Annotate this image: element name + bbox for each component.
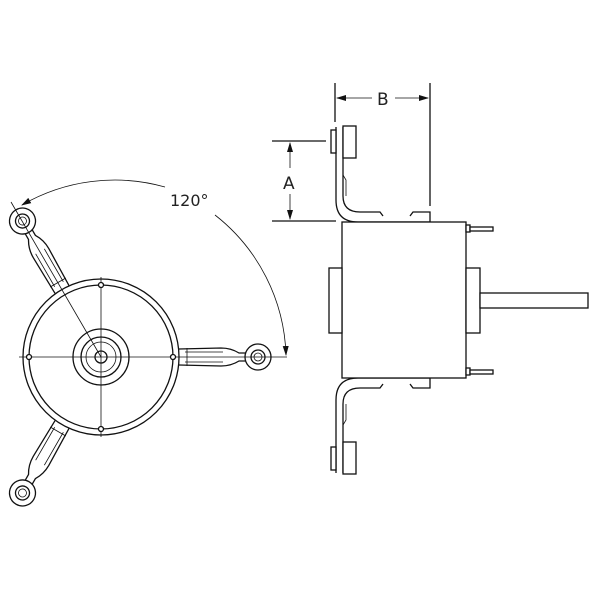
dimension-b-label: B	[377, 90, 389, 110]
angle-label: 120°	[170, 191, 209, 210]
dimension-a-label: A	[283, 174, 295, 194]
motor-body	[341, 221, 467, 379]
angle-arc-left	[21, 179, 166, 206]
dimension-a: A	[272, 140, 336, 222]
motor-shaft	[479, 292, 589, 309]
angle-arc-right	[214, 214, 289, 356]
dimension-b: B	[334, 83, 431, 206]
motor-side-view	[328, 125, 589, 475]
motor-end-view: 120°	[4, 179, 289, 512]
